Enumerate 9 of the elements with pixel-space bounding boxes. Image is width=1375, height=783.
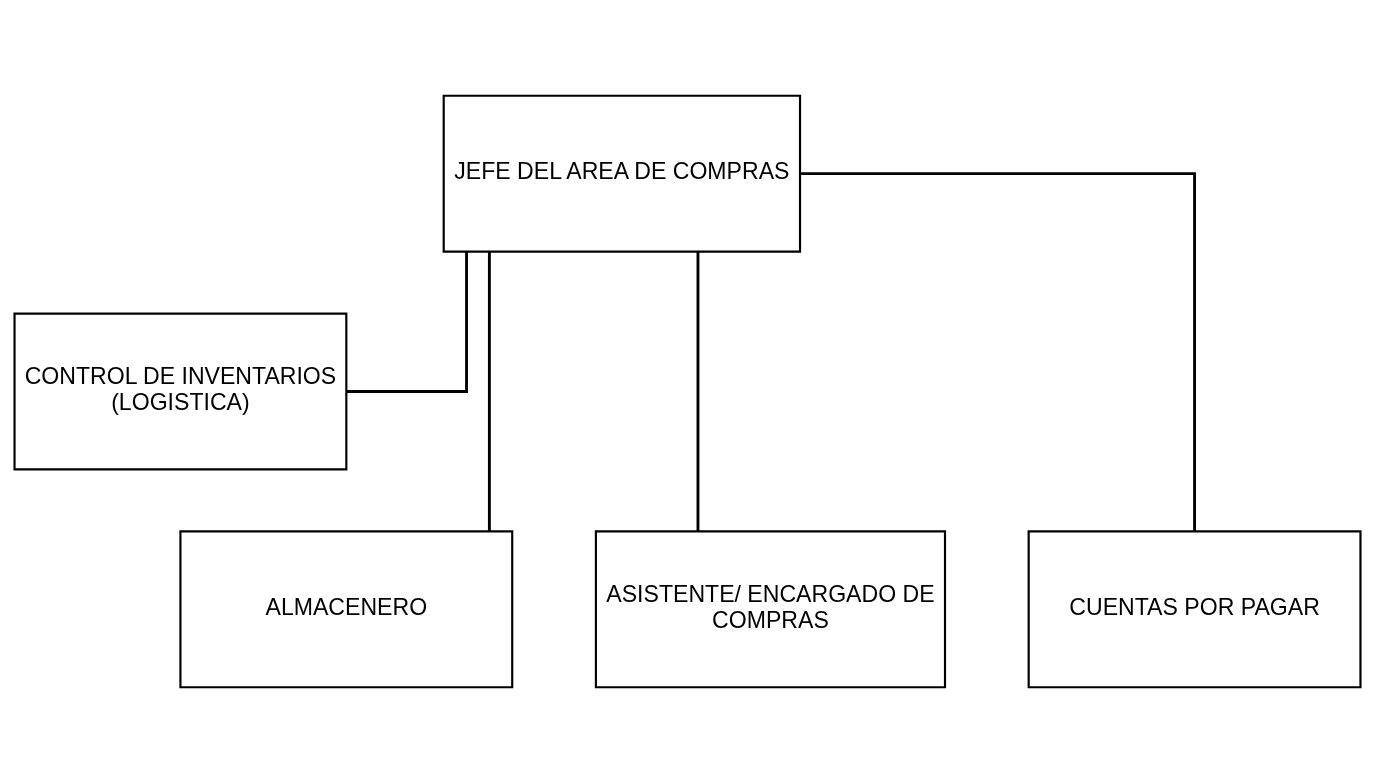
node-box: CONTROL DE INVENTARIOS (LOGISTICA) — [13, 312, 348, 471]
node-box: CUENTAS POR PAGAR — [1027, 530, 1362, 689]
node-box: ALMACENERO — [179, 530, 514, 689]
connector — [487, 252, 491, 532]
connector — [696, 252, 700, 532]
node-box: ASISTENTE/ ENCARGADO DE COMPRAS — [594, 530, 947, 689]
node-box: JEFE DEL AREA DE COMPRAS — [442, 94, 802, 253]
connector — [346, 251, 468, 393]
connector — [800, 172, 1196, 531]
